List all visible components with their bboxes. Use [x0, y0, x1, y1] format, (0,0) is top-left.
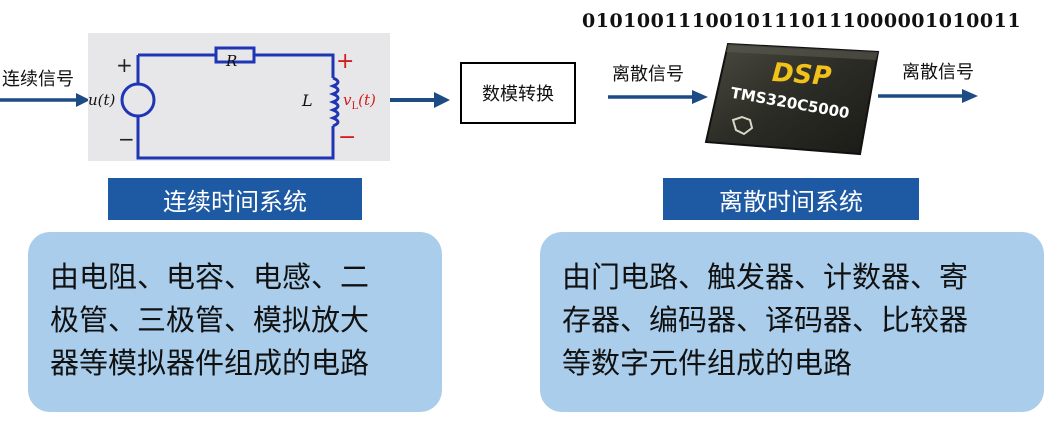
circuit-diagram: R u(t) L vL(t) + − + − — [88, 33, 390, 161]
output-voltage-label: vL(t) — [343, 91, 376, 112]
discrete-system-label: 离散时间系统 — [663, 178, 919, 220]
description-line: 极管、三极管、模拟放大 — [50, 303, 370, 337]
continuous-system-label-text: 连续时间系统 — [163, 187, 307, 216]
dsp-chip: DSP TMS320C5000 — [700, 38, 880, 158]
description-line: 存器、编码器、译码器、比较器 — [562, 303, 969, 337]
discrete-system-description: 由门电路、触发器、计数器、寄 存器、编码器、译码器、比较器 等数字元件组成的电路 — [540, 232, 1044, 412]
discrete-signal-input-label: 离散信号 — [612, 64, 684, 85]
right-minus-sign: − — [338, 125, 357, 150]
ti-logo-icon — [731, 115, 754, 136]
dsp-brand-text: DSP — [771, 57, 833, 93]
resistor-label: R — [226, 52, 238, 70]
output-label-prefix: v — [343, 91, 352, 109]
discrete-signal-output-label: 离散信号 — [902, 62, 974, 83]
description-line: 由电阻、电容、电感、二 — [50, 260, 370, 294]
description-line: 由门电路、触发器、计数器、寄 — [562, 260, 969, 294]
description-line: 等数字元件组成的电路 — [562, 346, 853, 380]
resistor-symbol — [214, 46, 256, 64]
description-line: 器等模拟器件组成的电路 — [50, 346, 370, 380]
output-label-sub: L — [351, 101, 359, 112]
inductor-label: L — [302, 91, 313, 110]
right-plus-sign: + — [336, 49, 355, 74]
continuous-system-description: 由电阻、电容、电感、二 极管、三极管、模拟放大 器等模拟器件组成的电路 — [28, 232, 442, 412]
arrow-into-dsp — [608, 90, 708, 104]
output-label-suffix: (t) — [358, 91, 376, 109]
left-plus-sign: + — [116, 53, 133, 77]
continuous-signal-label: 连续信号 — [2, 69, 74, 90]
binary-stream: 0101001110010111011100000101001​1 — [582, 10, 1022, 32]
voltage-source-symbol — [120, 82, 156, 118]
arrow-out-of-dsp — [878, 89, 978, 103]
arrow-to-converter — [390, 92, 450, 108]
discrete-system-label-text: 离散时间系统 — [719, 187, 863, 216]
da-converter-box: 数模转换 — [460, 62, 576, 124]
input-arrow-left — [0, 93, 90, 107]
converter-label: 数模转换 — [482, 84, 554, 105]
left-minus-sign: − — [118, 127, 135, 151]
source-label: u(t) — [88, 91, 116, 109]
inductor-symbol — [328, 76, 340, 128]
continuous-system-label: 连续时间系统 — [108, 178, 362, 220]
